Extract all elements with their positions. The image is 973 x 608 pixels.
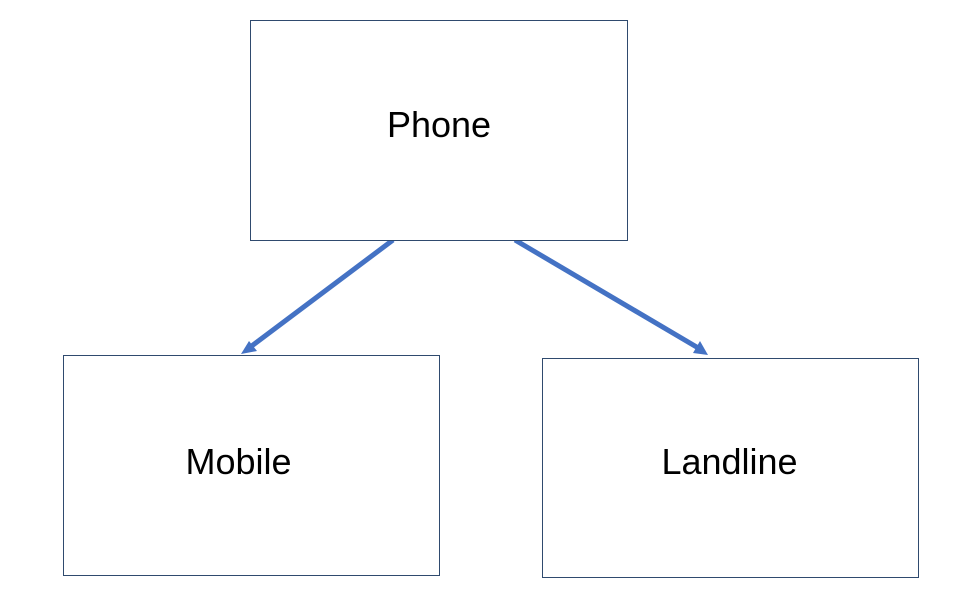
node-mobile: Mobile [63, 355, 440, 576]
arrow-phone-to-landline [513, 237, 708, 355]
arrow-phone-to-mobile [241, 238, 395, 354]
node-landline: Landline [542, 358, 919, 578]
node-phone-label: Phone [386, 103, 492, 145]
node-mobile-label: Mobile [185, 440, 292, 482]
arrowhead-landline-icon [693, 341, 708, 355]
node-landline-label: Landline [661, 441, 798, 482]
arrowhead-mobile-icon [241, 341, 257, 354]
node-phone: Phone [250, 20, 628, 241]
